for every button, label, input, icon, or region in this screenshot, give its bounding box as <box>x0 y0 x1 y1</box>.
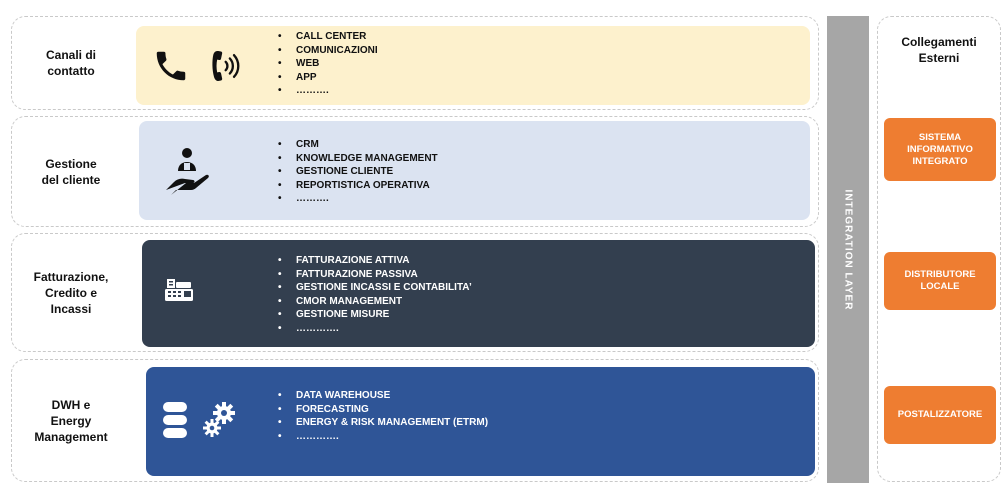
database-icon <box>163 402 187 438</box>
list-item: CMOR MANAGEMENT <box>278 295 472 309</box>
list-item: APP <box>278 71 378 85</box>
external-system-postalizzatore: POSTALIZZATORE <box>884 386 996 444</box>
external-frame <box>877 16 1001 482</box>
cash-register-icon <box>165 279 193 301</box>
list-item: GESTIONE MISURE <box>278 308 472 322</box>
row-frame-customer <box>11 116 819 227</box>
integration-layer-label: INTEGRATION LAYER <box>842 189 854 310</box>
gears-icon <box>203 402 235 437</box>
customer-care-hand-icon <box>166 148 209 195</box>
row-frame-billing <box>11 233 819 352</box>
billing-icons <box>164 277 196 305</box>
list-item: GESTIONE INCASSI E CONTABILITA’ <box>278 281 472 295</box>
list-item: CALL CENTER <box>278 30 378 44</box>
list-item: ………. <box>278 84 378 98</box>
row-label-contact: Canali di contatto <box>45 48 96 78</box>
ringing-phone-icon <box>212 51 240 81</box>
list-item: GESTIONE CLIENTE <box>278 165 438 179</box>
phone-icon <box>156 51 186 81</box>
contact-icons <box>152 46 244 86</box>
list-item: ………. <box>278 192 438 206</box>
customer-list: CRM KNOWLEDGE MANAGEMENT GESTIONE CLIENT… <box>278 138 438 206</box>
list-item: CRM <box>278 138 438 152</box>
contact-list: CALL CENTER COMUNICAZIONI WEB APP ………. <box>278 30 378 98</box>
external-system-local-distributor: DISTRIBUTORE LOCALE <box>884 252 996 310</box>
external-title: Collegamenti Esterni <box>901 35 977 65</box>
list-item: KNOWLEDGE MANAGEMENT <box>278 152 438 166</box>
row-label-customer: Gestione del cliente <box>41 156 101 187</box>
row-frame-contact <box>11 16 819 110</box>
panel-contact <box>136 26 810 105</box>
list-item: …………. <box>278 430 488 444</box>
dwh-icons <box>162 401 238 439</box>
panel-customer <box>139 121 810 220</box>
list-item: WEB <box>278 57 378 71</box>
list-item: REPORTISTICA OPERATIVA <box>278 179 438 193</box>
integration-layer-bar: INTEGRATION LAYER <box>827 16 869 483</box>
dwh-list: DATA WAREHOUSE FORECASTING ENERGY & RISK… <box>278 389 488 443</box>
list-item: FATTURAZIONE PASSIVA <box>278 268 472 282</box>
customer-icons <box>162 146 214 198</box>
panel-billing <box>142 240 815 347</box>
list-item: DATA WAREHOUSE <box>278 389 488 403</box>
row-frame-dwh <box>11 359 819 482</box>
billing-list: FATTURAZIONE ATTIVA FATTURAZIONE PASSIVA… <box>278 254 472 335</box>
list-item: …………. <box>278 322 472 336</box>
row-label-billing: Fatturazione, Credito e Incassi <box>33 269 109 316</box>
row-label-dwh: DWH e Energy Management <box>34 397 108 444</box>
list-item: ENERGY & RISK MANAGEMENT (ETRM) <box>278 416 488 430</box>
external-system-integrated: SISTEMA INFORMATIVO INTEGRATO <box>884 118 996 181</box>
list-item: COMUNICAZIONI <box>278 44 378 58</box>
list-item: FORECASTING <box>278 403 488 417</box>
list-item: FATTURAZIONE ATTIVA <box>278 254 472 268</box>
